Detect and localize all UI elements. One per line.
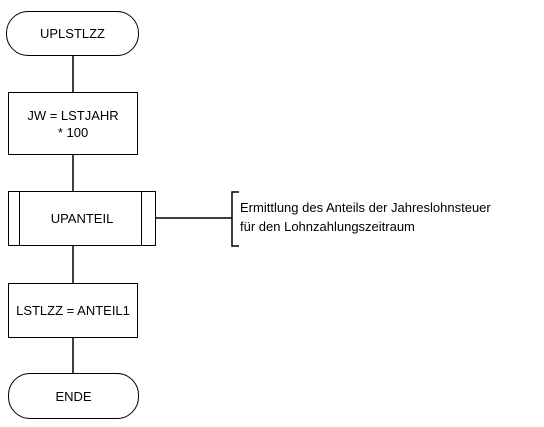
process-step-jw: JW = LSTJAHR * 100 [8,92,138,155]
subprocess-upanteil: UPANTEIL [8,191,156,246]
subprocess-label: UPANTEIL [50,211,114,226]
subprocess-right-bar [141,192,142,245]
annotation-comment: Ermittlung des Anteils der Jahreslohnste… [240,200,491,234]
process-step-lstlzz: LSTLZZ = ANTEIL1 [8,283,138,338]
end-label: ENDE [55,388,92,404]
start-label: UPLSTLZZ [39,26,105,41]
subprocess-left-bar [19,192,20,245]
end-terminal: ENDE [8,373,139,419]
process-step-jw-label: JW = LSTJAHR * 100 [27,107,119,140]
start-terminal: UPLSTLZZ [6,11,139,56]
process-step-lstlzz-label: LSTLZZ = ANTEIL1 [16,303,130,318]
annotation-bracket [231,191,239,247]
